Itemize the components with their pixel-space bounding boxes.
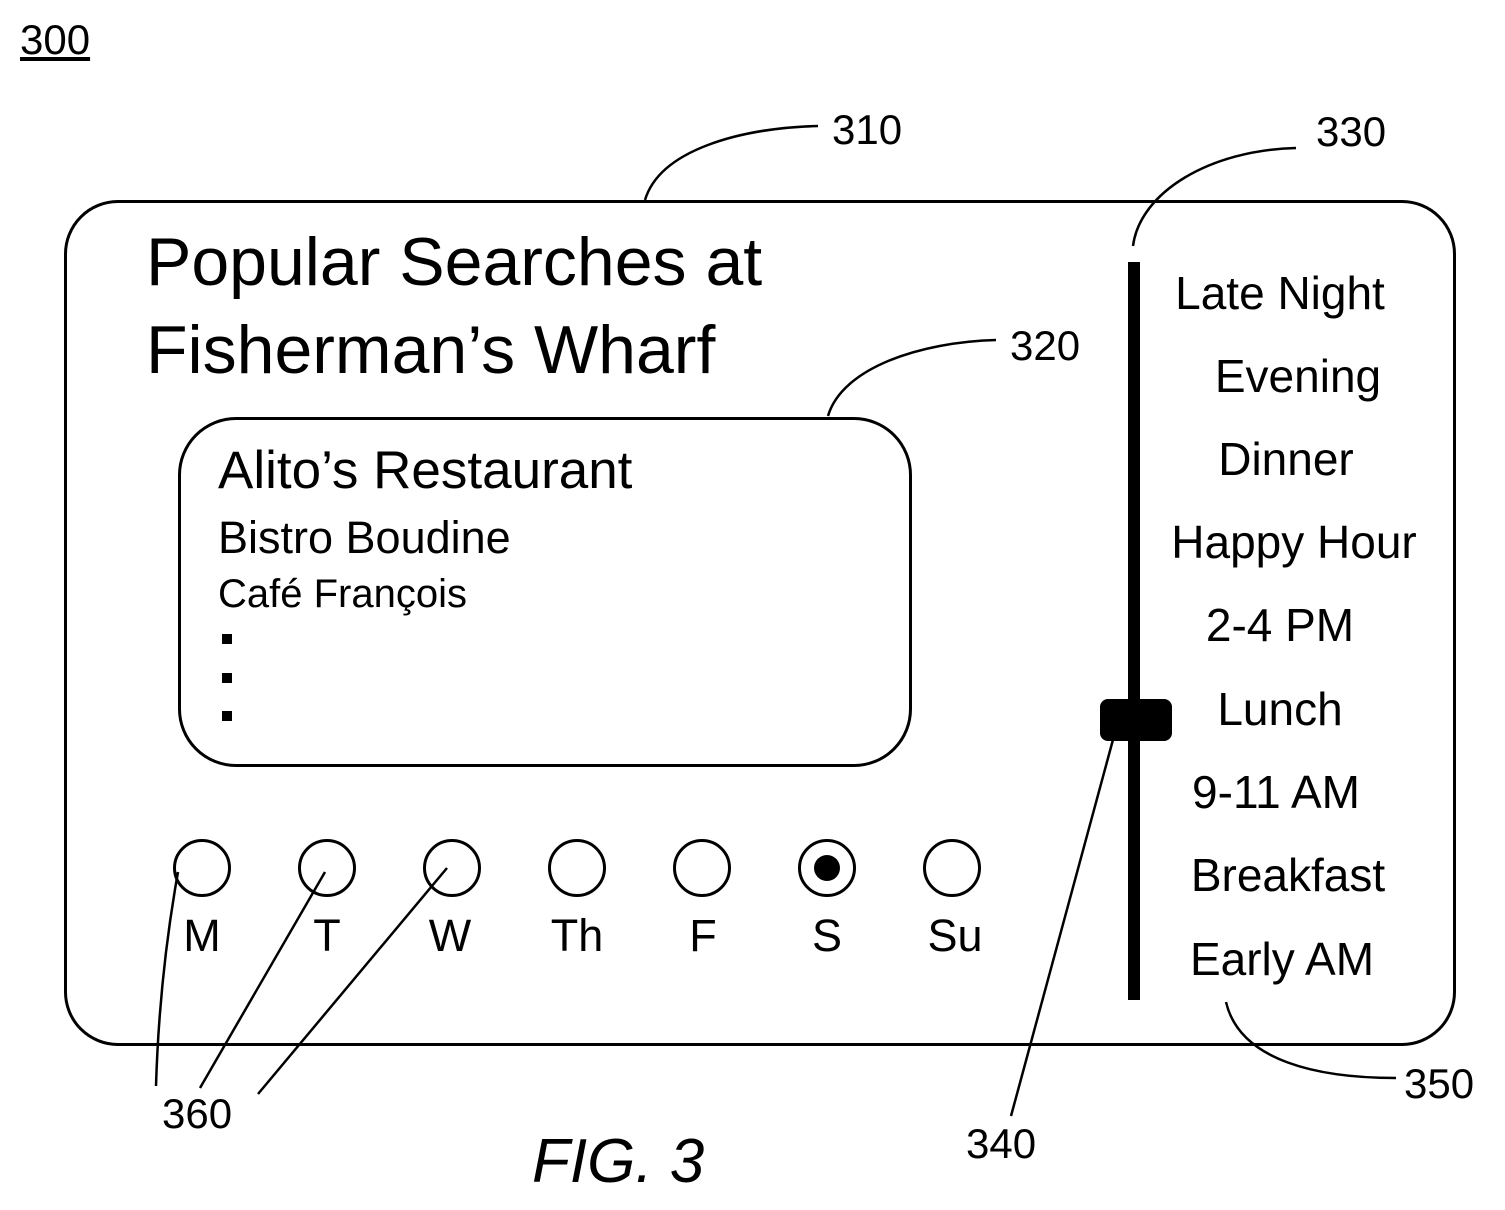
day-label-s: S <box>782 910 872 962</box>
day-radio-f[interactable] <box>673 839 731 897</box>
day-radio-t[interactable] <box>298 839 356 897</box>
day-label-f: F <box>658 910 748 962</box>
day-label-m: M <box>157 910 247 962</box>
time-slot-label: Evening <box>1138 349 1458 403</box>
result-item[interactable]: Bistro Boudine <box>218 512 511 564</box>
ref-label-310: 310 <box>832 106 902 154</box>
day-radio-s[interactable] <box>798 839 856 897</box>
radio-selected-dot <box>814 855 840 881</box>
day-radio-w[interactable] <box>423 839 481 897</box>
time-slot-label: Dinner <box>1126 432 1446 486</box>
ellipsis-dot <box>222 634 232 644</box>
time-slot-label: 9-11 AM <box>1116 765 1436 819</box>
ellipsis-dot <box>222 673 232 683</box>
day-label-t: T <box>282 910 372 962</box>
time-slot-label: Happy Hour <box>1134 515 1454 569</box>
time-slot-label: 2-4 PM <box>1120 598 1440 652</box>
figure-caption: FIG. 3 <box>532 1126 704 1197</box>
time-slot-label: Late Night <box>1120 266 1440 320</box>
ref-label-340: 340 <box>966 1120 1036 1168</box>
time-slot-label: Early AM <box>1122 932 1442 986</box>
day-radio-m[interactable] <box>173 839 231 897</box>
result-item[interactable]: Café François <box>218 572 467 617</box>
day-radio-th[interactable] <box>548 839 606 897</box>
ref-label-330: 330 <box>1316 108 1386 156</box>
result-item[interactable]: Alito’s Restaurant <box>218 440 632 501</box>
time-slot-label: Lunch <box>1120 682 1440 736</box>
ellipsis-dot <box>222 711 232 721</box>
leader-310 <box>645 126 818 200</box>
page-title-line1: Popular Searches at <box>146 218 762 306</box>
ref-label-360: 360 <box>162 1090 232 1138</box>
ref-label-350: 350 <box>1404 1060 1474 1108</box>
figure-number: 300 <box>20 16 90 64</box>
time-slot-label: Breakfast <box>1128 848 1448 902</box>
day-label-w: W <box>405 910 495 962</box>
day-label-su: Su <box>910 910 1000 962</box>
day-label-th: Th <box>532 910 622 962</box>
page-title-line2: Fisherman’s Wharf <box>146 306 715 394</box>
day-radio-su[interactable] <box>923 839 981 897</box>
